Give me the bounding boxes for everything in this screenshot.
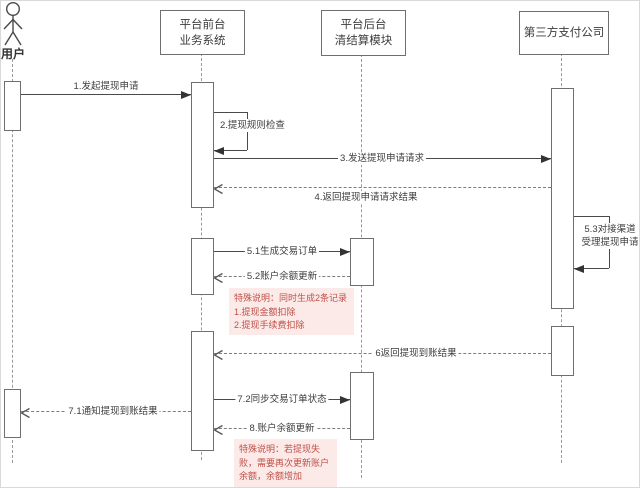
activation-bar-user-2 [4,389,21,438]
activation-bar-frontend-2 [191,238,214,295]
note-text-line: 1.提现金额扣除 [234,306,296,317]
message-m2-label: 2.提现规则检查 [218,119,287,132]
message-m2-loop-top [214,112,247,113]
activation-bar-backend-2 [350,372,374,440]
message-label-line: 受理提现申请 [581,237,639,248]
note-text-line: 败，需要再次更新账户 [239,457,330,468]
user-actor-icon [1,1,25,47]
message-m4-label: 4.返回提现申请请求结果 [312,191,420,204]
participant-label-thirdparty: 第三方支付公司 [523,27,605,39]
participant-label-backend: 平台后台 [340,19,387,31]
note-note2: 特殊说明：若提现失败，需要再次更新账户余额，余额增加 [234,439,337,487]
activation-bar-user-1 [4,81,21,131]
message-m53-loop-top [574,216,609,217]
message-m72-label: 7.2同步交易订单状态 [235,393,329,406]
message-m51-arrowhead [340,248,350,256]
message-m6-label: 6返回提现到账结果 [373,347,459,360]
note-text-line: 2.提现手续费扣除 [234,320,305,330]
message-m1-label: 1.发起提现申请 [71,80,141,93]
participant-box-thirdparty: 第三方支付公司 [519,11,609,55]
message-m71-label: 7.1通知提现到账结果 [66,405,160,418]
activation-bar-thirdparty-2 [551,326,574,376]
message-m52-label: 5.2账户余额更新 [244,270,320,283]
message-m72-arrowhead [340,396,350,404]
message-m53-arrowhead [574,265,584,273]
message-m6-arrowhead [213,348,224,366]
activation-bar-frontend-1 [191,82,214,208]
participant-label-backend: 清结算模块 [334,35,393,47]
message-m8-label: 8.账户余额更新 [247,422,317,435]
note-text-line: 余额，余额增加 [239,471,303,481]
message-label-line: 5.3对接渠道 [584,224,636,235]
message-m2-arrowhead [214,147,224,155]
message-m4-line [214,187,551,188]
participant-box-frontend: 平台前台业务系统 [160,10,245,55]
message-m52-arrowhead [213,271,224,289]
participant-label-user: 用户 [1,47,26,61]
message-m3-label: 3.发送提现申请请求 [338,152,426,165]
participant-box-backend: 平台后台清结算模块 [321,10,406,56]
message-m71-arrowhead [20,406,31,424]
activation-bar-frontend-3 [191,331,214,451]
message-m8-arrowhead [213,423,224,441]
message-m53-label: 5.3对接渠道受理提现申请 [579,223,639,249]
participant-label-frontend: 平台前台 [179,18,226,31]
message-m51-label: 5.1生成交易订单 [244,245,320,258]
message-m4-arrowhead [213,182,224,200]
note-text-line: 特殊说明：若提现失 [239,444,321,454]
message-m1-arrowhead [181,91,191,99]
message-m2-loop-bottom [214,150,247,151]
note-note1: 特殊说明：同时生成2条记录 1.提现金额扣除 2.提现手续费扣除 [229,288,354,335]
activation-bar-backend-1 [350,238,374,286]
message-m1-line [21,94,191,95]
participant-label-frontend: 业务系统 [179,34,226,47]
message-m3-arrowhead [541,155,551,163]
note-text-line: 特殊说明：同时生成2条记录 [234,293,348,303]
lifeline-user [12,59,13,463]
message-m53-loop-bottom [574,268,609,269]
activation-bar-thirdparty-1 [551,88,574,309]
